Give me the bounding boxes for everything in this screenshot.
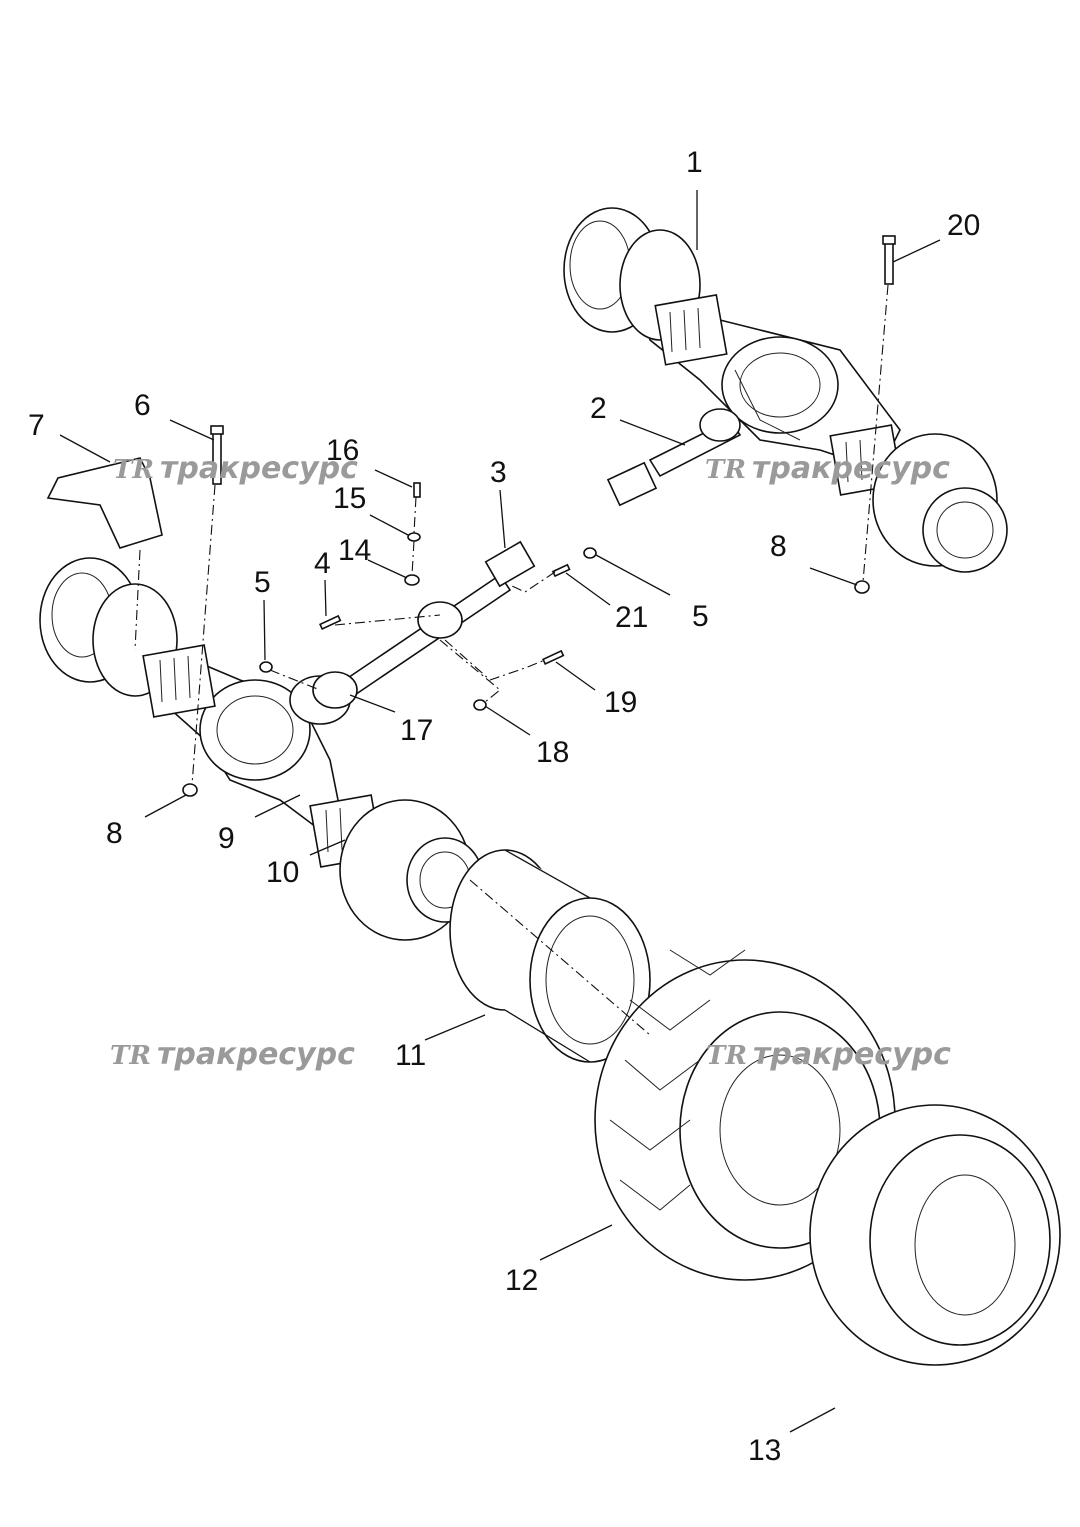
callout-19: 19	[604, 686, 637, 719]
callout-8-front: 8	[106, 817, 123, 850]
callout-4: 4	[314, 547, 331, 580]
watermark-logo: TR	[705, 455, 746, 485]
callout-10: 10	[266, 856, 299, 889]
callout-16: 16	[326, 434, 359, 467]
rear-drive-shaft	[606, 408, 742, 507]
callout-11: 11	[395, 1039, 426, 1072]
callout-13: 13	[748, 1434, 781, 1467]
callout-7: 7	[28, 409, 45, 442]
callout-18: 18	[536, 736, 569, 769]
wheel-rim	[449, 849, 651, 1063]
watermark-logo: TR	[113, 455, 154, 485]
assembly-lines	[134, 284, 889, 1036]
watermark-text: тракресурс	[157, 1037, 355, 1072]
callout-5-front: 5	[254, 566, 271, 599]
callout-6: 6	[134, 389, 151, 422]
callout-14: 14	[338, 534, 371, 567]
callout-15: 15	[333, 482, 366, 515]
callout-8-rear: 8	[770, 530, 787, 563]
leader-lines	[59, 190, 941, 1433]
callout-2: 2	[590, 392, 607, 425]
watermark-logo: TR	[110, 1041, 151, 1071]
callout-5-rear: 5	[692, 600, 709, 633]
front-drive-shaft	[312, 540, 536, 709]
callout-3: 3	[490, 456, 507, 489]
callout-17: 17	[400, 714, 433, 747]
watermark-bottom-left: TR тракресурс	[110, 1037, 355, 1072]
callout-1: 1	[686, 146, 703, 179]
callout-20: 20	[947, 209, 980, 242]
watermark-text: тракресурс	[752, 451, 950, 486]
solid-tire	[809, 1104, 1061, 1366]
watermark-top-left: TR тракресурс	[113, 451, 358, 486]
callout-21: 21	[615, 601, 648, 634]
bracket-plate	[46, 457, 163, 549]
callout-labels: 1 2 3 4 5 5 6 7 8 8 9 10 11 12 13 14 15 …	[28, 146, 980, 1467]
front-axle-assembly	[39, 557, 484, 941]
watermark-logo: TR	[706, 1041, 747, 1071]
callout-12: 12	[505, 1264, 538, 1297]
rear-axle-assembly	[563, 207, 1008, 573]
watermark-top-right: TR тракресурс	[705, 451, 950, 486]
callout-9: 9	[218, 822, 235, 855]
watermark-bottom-right: TR тракресурс	[706, 1037, 951, 1072]
watermark-text: тракресурс	[753, 1037, 951, 1072]
fasteners	[182, 235, 896, 797]
watermark-text: тракресурс	[160, 451, 358, 486]
